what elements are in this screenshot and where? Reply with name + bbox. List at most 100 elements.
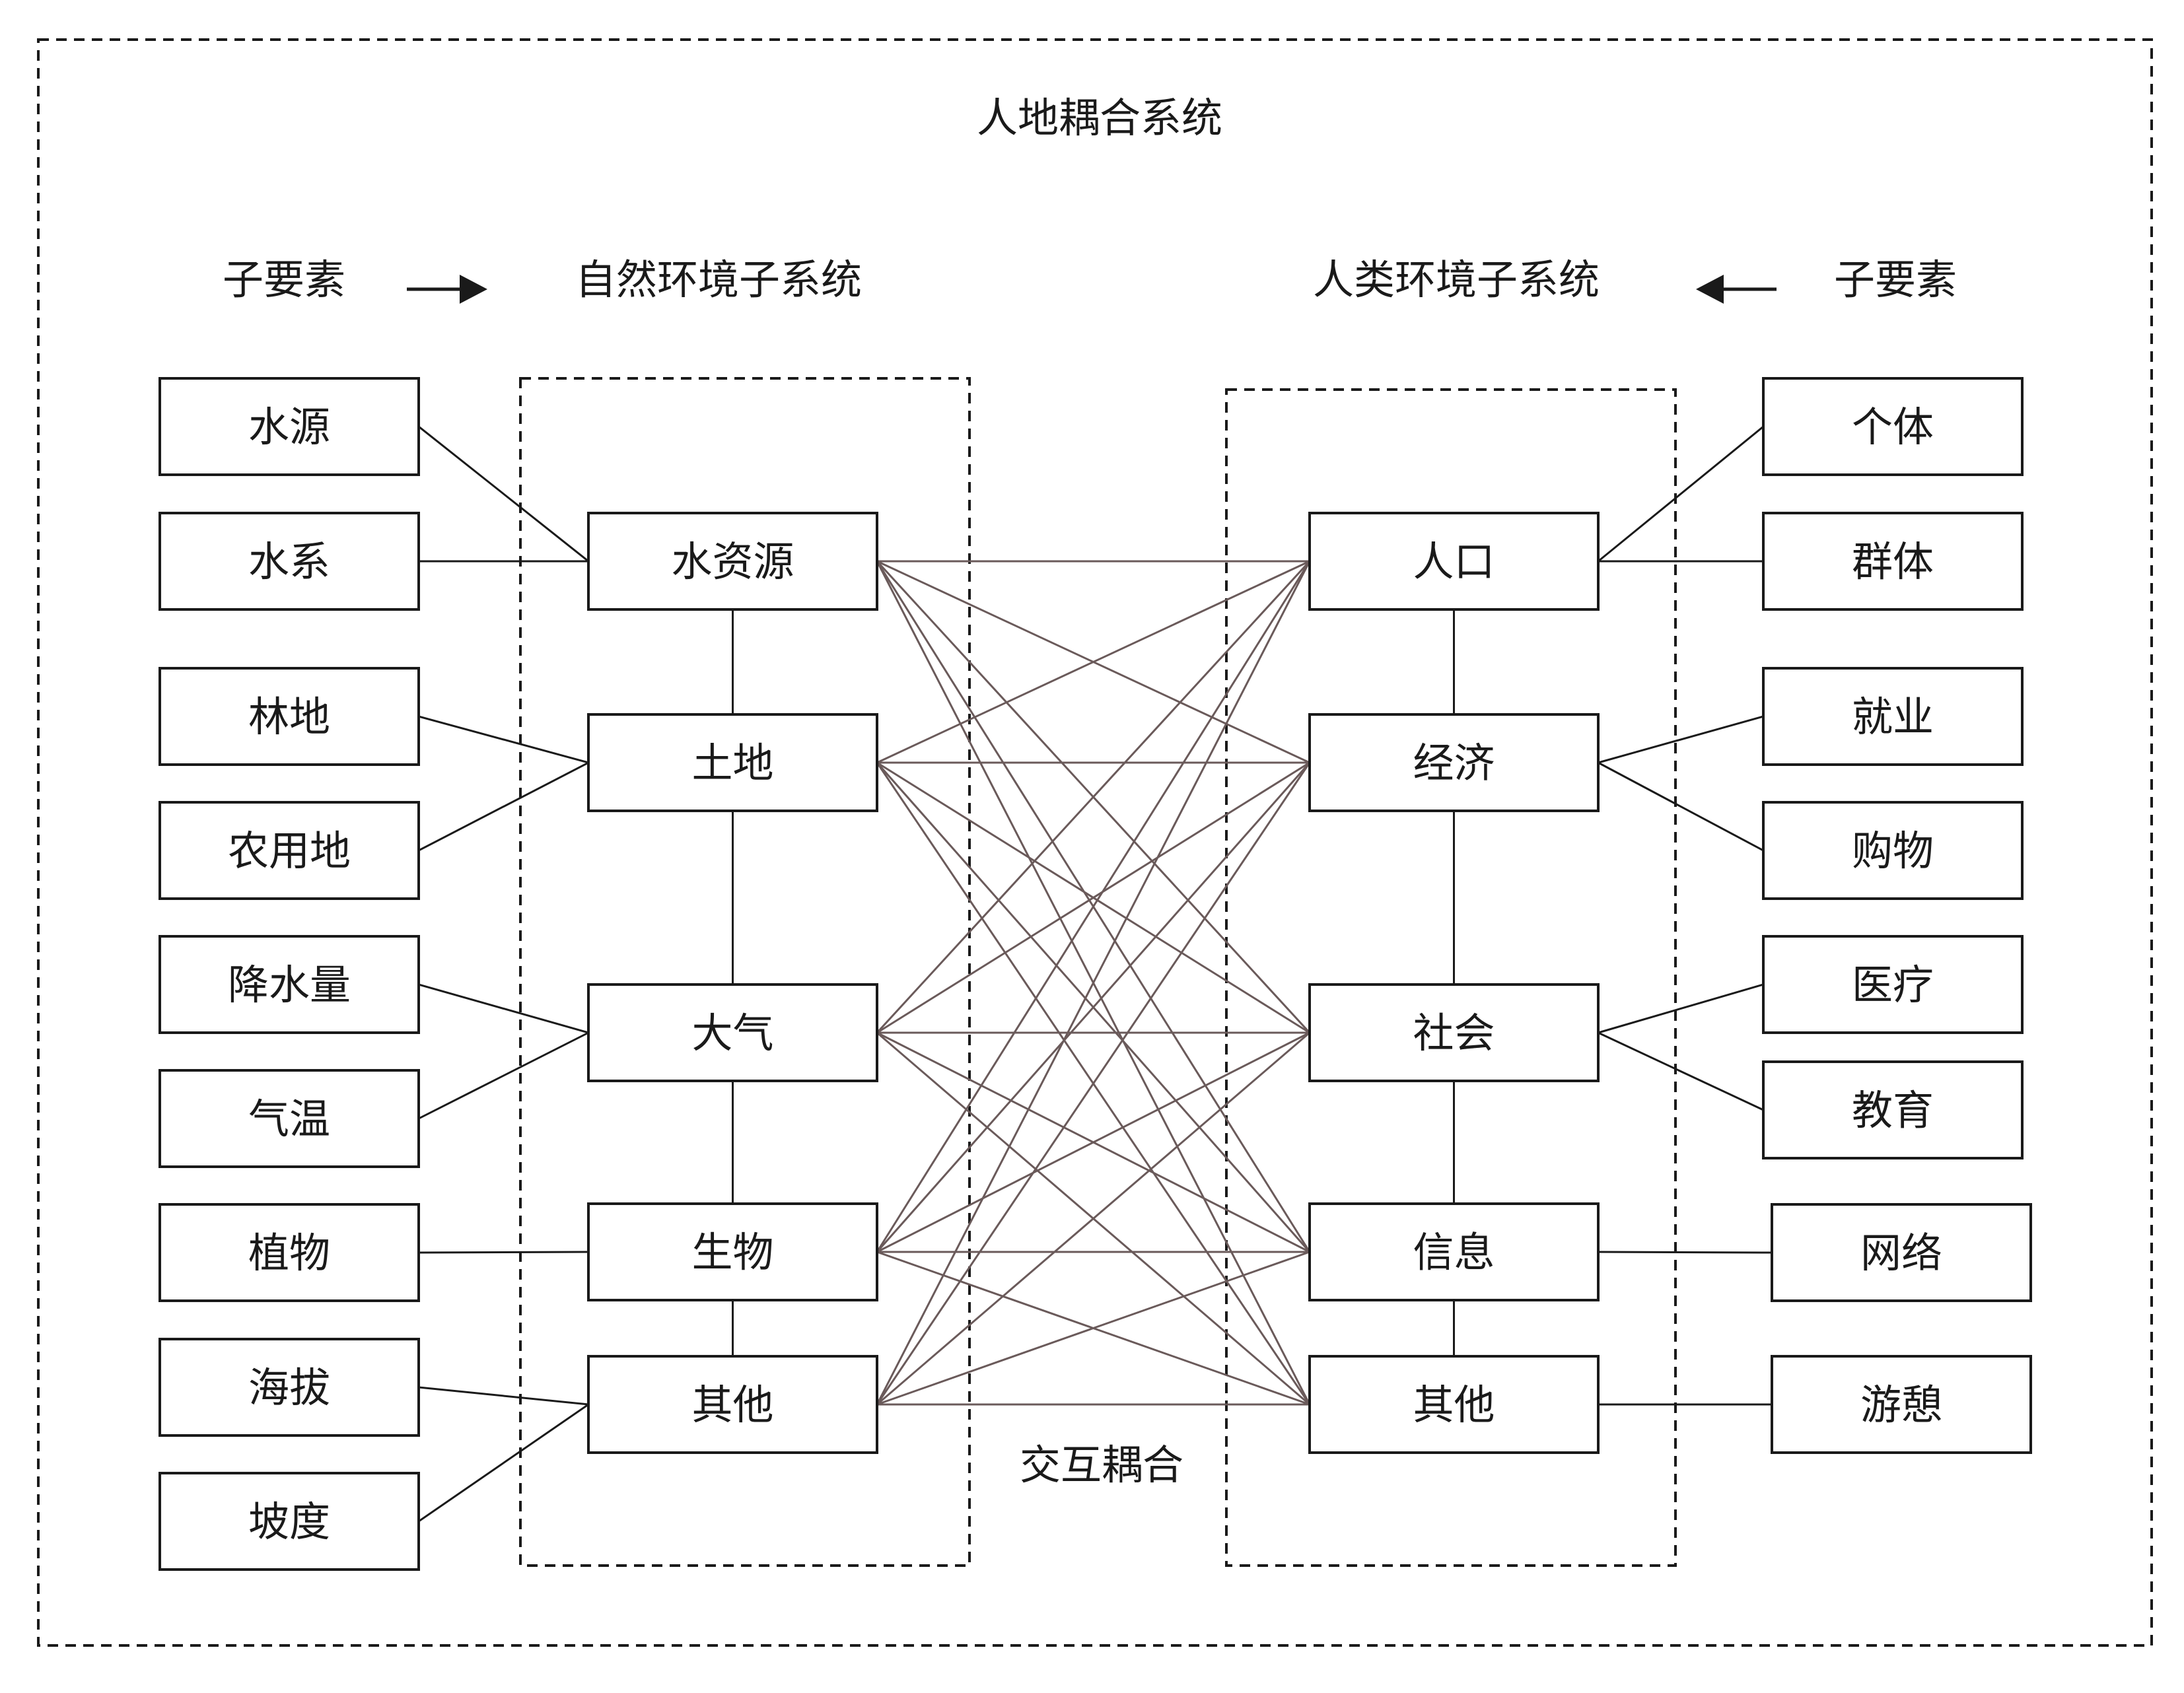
natural-element-link [418, 1403, 589, 1523]
outer-frame [37, 38, 2153, 1647]
human-element-4-label: 医疗 [1852, 961, 1934, 1009]
left-sub-element-label: 子要素 [223, 256, 345, 304]
natural-element-1-box [159, 512, 420, 611]
natural-element-0-label: 水源 [248, 403, 330, 451]
human-element-link [1598, 983, 1764, 1034]
natural-element-6-label: 植物 [248, 1229, 330, 1277]
human-node-1: 经济 [1308, 713, 1600, 812]
natural-subsystem-label: 自然环境子系统 [575, 256, 862, 304]
coupling-line [876, 761, 1310, 1034]
coupling-line [876, 1251, 1310, 1406]
natural-node-3-label: 生物 [691, 1228, 773, 1276]
natural-element-0: 水源 [159, 377, 420, 476]
natural-element-link [418, 983, 589, 1034]
natural-element-7: 海拔 [159, 1338, 420, 1437]
human-element-2-box [1762, 667, 2024, 766]
natural-element-link [418, 715, 589, 764]
human-node-3: 信息 [1308, 1202, 1600, 1301]
human-element-6-label: 网络 [1860, 1229, 1942, 1277]
human-element-0-box [1762, 377, 2024, 476]
natural-node-0-label: 水资源 [671, 537, 794, 586]
human-element-3-label: 购物 [1852, 827, 1934, 875]
human-element-4-box [1762, 935, 2024, 1034]
natural-element-link [418, 1031, 589, 1120]
human-element-0: 个体 [1762, 377, 2024, 476]
human-element-link [1598, 761, 1764, 852]
element-links [418, 425, 1773, 1523]
natural-node-1-box [587, 713, 878, 812]
human-node-0-label: 人口 [1413, 537, 1495, 586]
coupling-line [876, 1031, 1310, 1253]
human-element-2-label: 就业 [1852, 693, 1934, 741]
diagram-title: 人地耦合系统 [977, 94, 1222, 142]
natural-node-4-box [587, 1355, 878, 1454]
natural-subsystem-frame [519, 377, 971, 1567]
natural-node-2: 大气 [587, 983, 878, 1082]
human-node-2: 社会 [1308, 983, 1600, 1082]
human-subsystem-frame [1225, 388, 1677, 1567]
coupling-line [876, 560, 1310, 764]
human-element-link [1598, 425, 1764, 563]
coupling-line [876, 561, 1311, 1405]
human-node-4: 其他 [1308, 1355, 1600, 1454]
natural-node-2-label: 大气 [691, 1009, 773, 1057]
natural-node-1-label: 土地 [691, 739, 773, 787]
human-node-0: 人口 [1308, 512, 1600, 611]
natural-element-5-label: 气温 [248, 1095, 330, 1143]
natural-element-4-box [159, 935, 420, 1034]
coupling-line [876, 561, 1311, 1253]
human-element-7: 游憩 [1771, 1355, 2032, 1454]
human-node-3-label: 信息 [1413, 1228, 1495, 1276]
natural-element-0-box [159, 377, 420, 476]
natural-element-3-box [159, 801, 420, 900]
natural-node-3-box [587, 1202, 878, 1301]
human-node-3-box [1308, 1202, 1600, 1301]
natural-element-8-label: 坡度 [248, 1498, 330, 1546]
natural-element-1-label: 水系 [248, 537, 330, 586]
natural-element-2-box [159, 667, 420, 766]
human-element-2: 就业 [1762, 667, 2024, 766]
human-element-link [1598, 715, 1764, 764]
human-element-6-box [1771, 1203, 2032, 1302]
natural-element-4: 降水量 [159, 935, 420, 1034]
human-node-4-label: 其他 [1413, 1381, 1495, 1429]
natural-element-link [418, 425, 589, 563]
natural-element-4-label: 降水量 [228, 961, 351, 1009]
natural-element-8-box [159, 1472, 420, 1571]
natural-element-3-label: 农用地 [228, 827, 351, 875]
natural-node-4-label: 其他 [691, 1381, 773, 1429]
natural-element-7-label: 海拔 [248, 1364, 330, 1412]
human-element-7-label: 游憩 [1860, 1381, 1942, 1429]
coupling-line [876, 1031, 1310, 1406]
human-element-5-label: 教育 [1852, 1086, 1934, 1134]
natural-element-6-box [159, 1203, 420, 1302]
coupling-line [876, 762, 1311, 1405]
natural-element-1: 水系 [159, 512, 420, 611]
natural-node-0-box [587, 512, 878, 611]
human-node-2-label: 社会 [1413, 1009, 1495, 1057]
arrow-right-icon [407, 275, 487, 304]
natural-node-2-box [587, 983, 878, 1082]
human-element-4: 医疗 [1762, 935, 2024, 1034]
arrow-left-icon [1696, 275, 1777, 304]
natural-node-3: 生物 [587, 1202, 878, 1301]
natural-element-5: 气温 [159, 1069, 420, 1168]
human-element-1-box [1762, 512, 2024, 611]
cross-coupling-lines [876, 560, 1311, 1406]
natural-element-2-label: 林地 [248, 693, 330, 741]
human-element-5-box [1762, 1060, 2024, 1159]
natural-node-0: 水资源 [587, 512, 878, 611]
human-element-1-label: 群体 [1852, 537, 1934, 586]
right-sub-element-label: 子要素 [1834, 256, 1957, 304]
natural-element-link [418, 761, 589, 852]
human-node-0-box [1308, 512, 1600, 611]
natural-element-7-box [159, 1338, 420, 1437]
human-node-2-box [1308, 983, 1600, 1082]
human-element-link [1598, 1251, 1773, 1254]
human-node-1-label: 经济 [1413, 739, 1495, 787]
natural-element-8: 坡度 [159, 1472, 420, 1571]
natural-element-link [418, 1251, 589, 1254]
human-node-4-box [1308, 1355, 1600, 1454]
